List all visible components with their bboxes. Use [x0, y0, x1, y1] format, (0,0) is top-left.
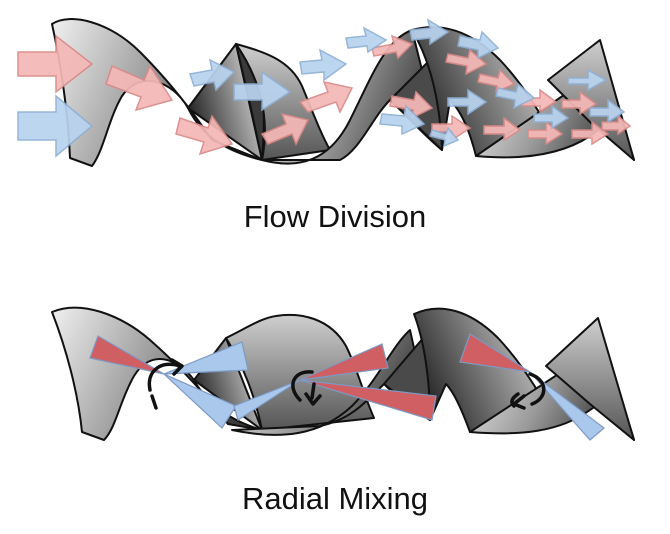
mixing-wedge-icon	[89, 335, 165, 375]
rotation-arrow-icon	[147, 358, 184, 410]
flow-arrow-icon	[495, 82, 536, 110]
flow-division-caption: Flow Division	[243, 199, 427, 234]
mixing-wedges	[89, 333, 605, 441]
mixing-wedge-icon	[299, 379, 437, 421]
mixing-wedge-icon	[233, 379, 301, 421]
flow-arrow-icon	[409, 18, 450, 46]
flow-arrow-icon	[17, 34, 94, 94]
flow-arrow-icon	[233, 70, 292, 112]
flow-arrow-icon	[298, 80, 354, 114]
mixing-wedge-icon	[163, 341, 249, 375]
flow-arrow-icon	[17, 94, 94, 158]
flow-arrow-icon	[379, 104, 426, 136]
radial-mixing-caption: Radial Mixing	[241, 481, 429, 516]
mixing-wedge-icon	[459, 333, 531, 373]
flow-arrow-icon	[189, 58, 236, 92]
flow-arrow-icon	[571, 120, 610, 146]
flow-arrow-icon	[429, 126, 460, 148]
mixing-wedge-icon	[299, 343, 389, 381]
flow-arrow-icon	[389, 90, 434, 120]
flow-arrow-icon	[371, 34, 414, 60]
flow-arrow-icon	[561, 90, 598, 116]
flow-arrow-icon	[533, 104, 570, 130]
flow-arrow-icon	[345, 26, 388, 54]
flow-arrow-icon	[457, 30, 500, 60]
rotation-arrow-icon	[510, 372, 546, 410]
flow-arrow-icon	[477, 68, 516, 94]
flow-arrow-icon	[175, 114, 234, 156]
flow-arrow-icon	[260, 112, 310, 146]
rotation-arrows	[147, 358, 546, 410]
flow-arrow-icon	[483, 116, 522, 142]
flow-arrow-icon	[601, 114, 632, 136]
flow-arrow-icon	[447, 88, 488, 116]
flow-arrow-icon	[299, 48, 348, 82]
rotation-arrow-icon	[291, 370, 322, 406]
flow-division-panel	[17, 18, 635, 167]
mixing-wedge-icon	[163, 373, 237, 429]
flow-arrow-icon	[521, 88, 558, 114]
pink-flow-arrows	[17, 34, 632, 156]
mixing-wedge-icon	[529, 371, 605, 441]
flow-arrow-icon	[527, 120, 564, 146]
flow-arrow-icon	[567, 68, 608, 92]
flow-arrow-icon	[589, 98, 626, 124]
radial-mixing-panel	[51, 306, 635, 441]
flow-arrow-icon	[105, 64, 174, 112]
blue-flow-arrows	[17, 18, 626, 158]
flow-arrow-icon	[445, 48, 488, 76]
